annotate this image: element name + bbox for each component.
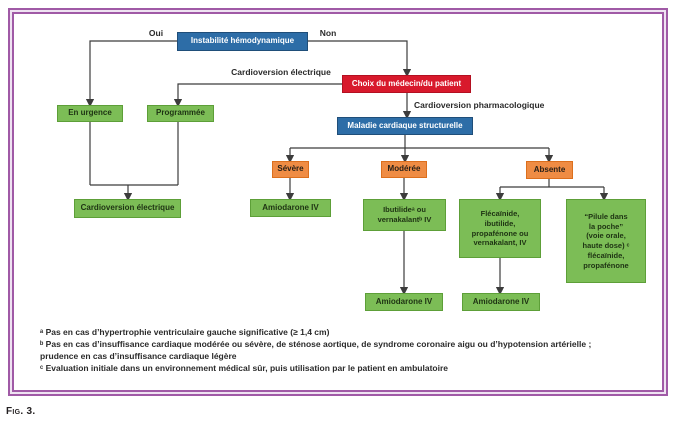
node-instabilite-hemodynamique: Instabilité hémodynamique — [177, 32, 308, 51]
node-flecainide-ibutilide-propafenone-vernakalant: Flécaïnide, ibutilide, propafénone ou ve… — [459, 199, 541, 258]
node-amiodarone-iv-1: Amiodarone IV — [250, 199, 331, 217]
footnotes: ᵃ Pas en cas d’hypertrophie ventriculair… — [40, 326, 652, 374]
node-en-urgence: En urgence — [57, 105, 123, 122]
figure-caption: Fig. 3. — [6, 406, 36, 417]
edge-label-non: Non — [319, 28, 337, 38]
node-maladie-cardiaque-structurelle: Maladie cardiaque structurelle — [337, 117, 473, 135]
edge-label-oui: Oui — [148, 28, 164, 38]
footnote-c: ᶜ Evaluation initiale dans un environnem… — [40, 363, 449, 373]
node-absente: Absente — [526, 161, 573, 179]
edge-label-cardioversion-electrique: Cardioversion électrique — [231, 67, 331, 77]
node-ibutilide-vernakalant: Ibutilideᵃ ou vernakalantᵇ IV — [363, 199, 446, 231]
node-severe: Sévère — [272, 161, 309, 178]
node-amiodarone-iv-3: Amiodarone IV — [462, 293, 540, 311]
footnote-b: ᵇ Pas en cas d’insuffisance cardiaque mo… — [40, 339, 592, 361]
node-choix-medecin-patient: Choix du médecin/du patient — [342, 75, 471, 93]
footnote-a: ᵃ Pas en cas d’hypertrophie ventriculair… — [40, 327, 330, 337]
node-programmee: Programmée — [147, 105, 214, 122]
node-pilule-dans-la-poche: “Pilule dans la poche” (voie orale, haut… — [566, 199, 646, 283]
edge-label-cardioversion-pharmacologique: Cardioversion pharmacologique — [414, 100, 545, 110]
node-cardioversion-electrique: Cardioversion électrique — [74, 199, 181, 218]
node-amiodarone-iv-2: Amiodarone IV — [365, 293, 443, 311]
node-moderee: Modérée — [381, 161, 427, 178]
